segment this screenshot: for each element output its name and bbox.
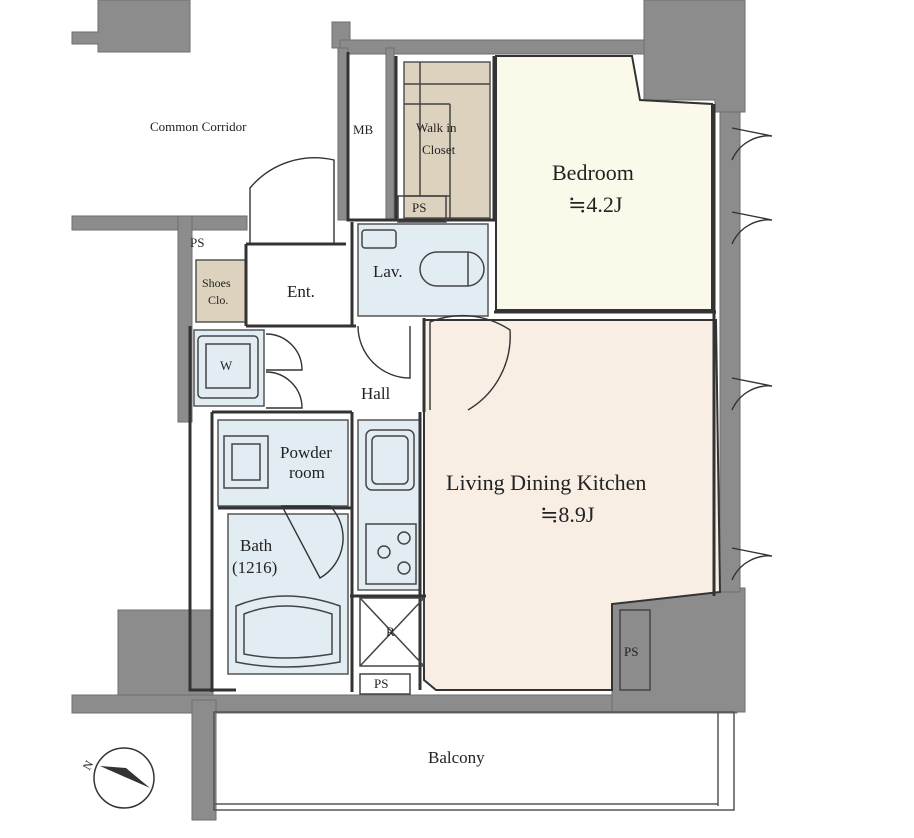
label-refrigerator: R <box>386 624 395 639</box>
fixtures <box>197 62 735 811</box>
label-bath-size: (1216) <box>232 558 278 577</box>
label-mb: MB <box>353 122 374 137</box>
label-lavatory: Lav. <box>373 262 403 281</box>
label-common-corridor: Common Corridor <box>150 119 247 134</box>
interior-walls <box>188 52 716 692</box>
label-washer: W <box>220 358 233 373</box>
door-swings <box>249 127 773 581</box>
label-ps-kitchen: PS <box>374 676 389 691</box>
label-powder-room-1: Powder <box>280 443 332 462</box>
label-entrance: Ent. <box>287 282 315 301</box>
label-shoes-closet-1: Shoes <box>202 276 231 290</box>
entrance-door <box>249 157 335 244</box>
label-walk-in-closet-2: Closet <box>422 142 456 157</box>
label-walk-in-closet-1: Walk in <box>416 120 457 135</box>
structural-walls <box>71 0 746 821</box>
label-ps-right: PS <box>624 644 639 659</box>
label-shoes-closet-2: Clo. <box>208 293 229 307</box>
label-hall: Hall <box>361 384 391 403</box>
label-powder-room-2: room <box>289 463 325 482</box>
label-bath: Bath <box>240 536 273 555</box>
label-bedroom-size: ≒4.2J <box>568 192 623 217</box>
label-balcony: Balcony <box>428 748 485 767</box>
label-ps-entry: PS <box>190 235 205 250</box>
label-ps-closet: PS <box>412 200 427 215</box>
label-ldk: Living Dining Kitchen <box>446 470 647 495</box>
room-fills <box>193 55 722 691</box>
label-bedroom: Bedroom <box>552 160 634 185</box>
label-ldk-size: ≒8.9J <box>540 502 595 527</box>
ldk-door <box>429 314 511 411</box>
compass <box>93 747 155 809</box>
